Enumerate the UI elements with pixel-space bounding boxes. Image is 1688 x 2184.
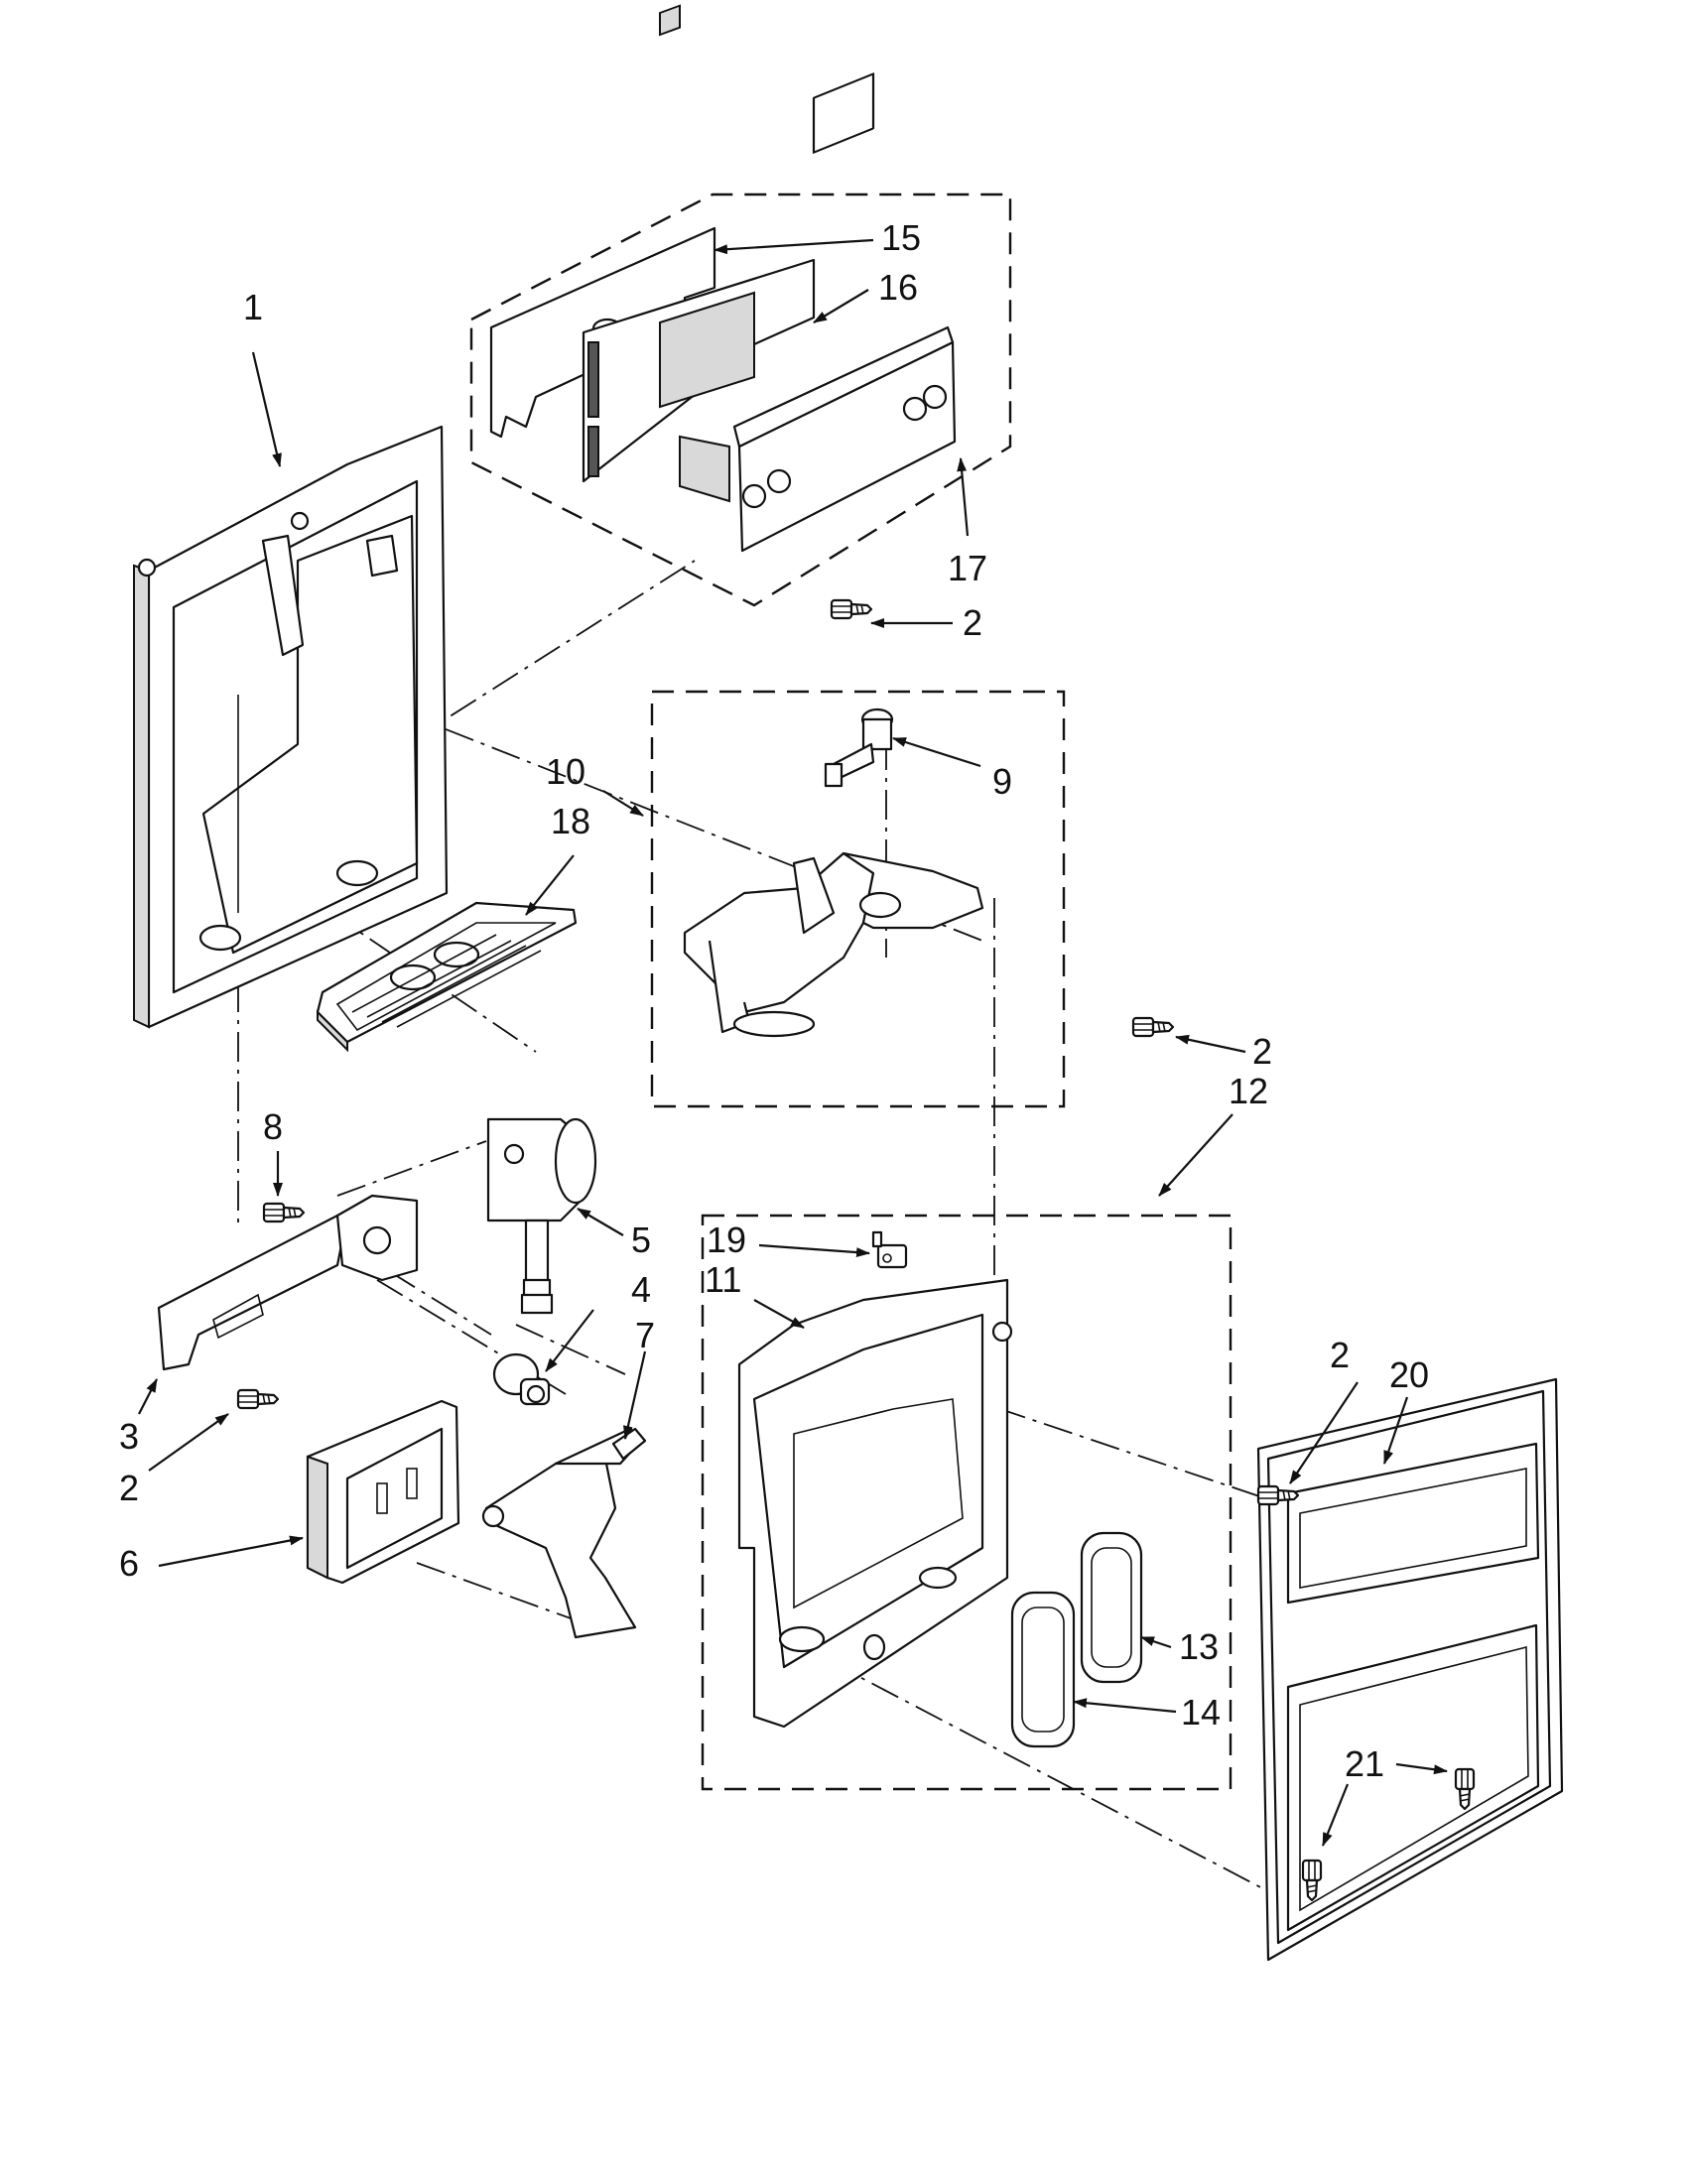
part-2-screw-left xyxy=(236,1388,280,1410)
callout-4: 4 xyxy=(631,1269,651,1310)
callout-1: 1 xyxy=(243,287,263,327)
callout-19: 19 xyxy=(707,1220,746,1260)
callout-21: 21 xyxy=(1345,1743,1384,1784)
callout-20: 20 xyxy=(1389,1354,1429,1395)
callout-2: 2 xyxy=(1330,1335,1350,1375)
part-8-screw xyxy=(262,1202,306,1223)
callout-16: 16 xyxy=(878,267,918,308)
part-1-dispenser-frame xyxy=(133,425,449,1029)
callout-7: 7 xyxy=(635,1315,655,1355)
part-10-ice-chute xyxy=(683,851,984,1038)
callout-15: 15 xyxy=(881,217,921,258)
part-17-control-panel xyxy=(679,72,957,553)
callout-8: 8 xyxy=(263,1106,283,1147)
callout-10: 10 xyxy=(546,751,585,792)
leader-lines xyxy=(138,238,1448,1847)
part-3-bracket xyxy=(157,1194,419,1371)
part-16-control-board xyxy=(582,258,816,483)
callout-labels: 1 2 2 2 2 3 4 5 6 7 8 9 10 11 12 13 14 1… xyxy=(119,217,1429,1784)
part-4-cap xyxy=(492,1352,551,1406)
part-19-switch xyxy=(871,1230,908,1269)
callout-2: 2 xyxy=(963,602,982,643)
ice-chute-group-outline xyxy=(650,690,1066,1108)
part-6-dispenser-pad xyxy=(306,1399,460,1585)
part-18-drip-tray xyxy=(316,901,578,1053)
callout-2: 2 xyxy=(1252,1031,1272,1072)
part-14-pad xyxy=(1010,1591,1076,1748)
part-2-screw-mid xyxy=(1131,1016,1175,1038)
callout-18: 18 xyxy=(551,801,590,841)
callout-13: 13 xyxy=(1179,1626,1219,1667)
callout-9: 9 xyxy=(992,761,1012,802)
part-2-screw-top xyxy=(830,598,873,620)
callout-6: 6 xyxy=(119,1543,139,1584)
callout-2: 2 xyxy=(119,1468,139,1508)
callout-3: 3 xyxy=(119,1416,139,1457)
part-9-water-fitting xyxy=(824,707,894,788)
part-13-pad xyxy=(1080,1531,1143,1684)
callout-14: 14 xyxy=(1181,1692,1221,1733)
dispenser-housing-group-outline xyxy=(701,1214,1233,1791)
callout-11: 11 xyxy=(705,1259,741,1300)
part-5-motor xyxy=(486,1117,597,1315)
part-11-dispenser-housing xyxy=(737,1278,1013,1729)
callout-17: 17 xyxy=(948,548,987,588)
control-assembly-group-outline xyxy=(469,193,1012,607)
callout-5: 5 xyxy=(631,1220,651,1260)
part-7-lever-arm xyxy=(481,1427,647,1639)
callout-12: 12 xyxy=(1229,1071,1268,1111)
